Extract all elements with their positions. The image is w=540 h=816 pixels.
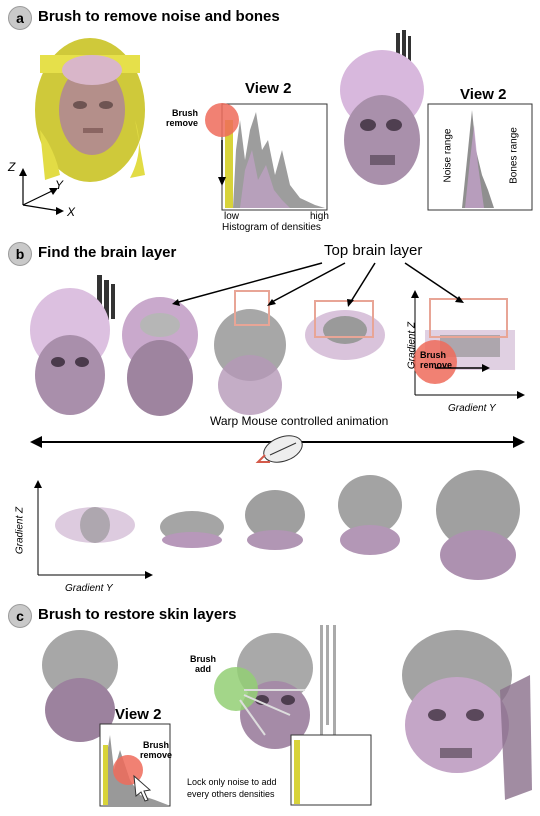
lock-note: Lock only noise to add every others dens… bbox=[187, 777, 277, 799]
axes-3d bbox=[19, 168, 64, 215]
cursor-icon bbox=[133, 774, 152, 802]
noise-range-label: Noise range bbox=[442, 128, 454, 183]
axis-x-label: X bbox=[67, 205, 76, 219]
gradient-z-label-lower: Gradient Z bbox=[14, 506, 26, 555]
view2-title-left: View 2 bbox=[245, 80, 292, 97]
view2-box-c2 bbox=[290, 734, 372, 806]
top-brain-arrows bbox=[174, 262, 461, 304]
gradient-scatter-b bbox=[411, 290, 525, 399]
view2-title-right: View 2 bbox=[460, 86, 507, 103]
gradient-y-label-lower: Gradient Y bbox=[65, 583, 113, 594]
yellow-head-render bbox=[35, 38, 145, 182]
section-b-badge: b bbox=[8, 242, 32, 266]
brush-add-label: Brush add bbox=[190, 654, 217, 674]
section-a-title: Brush to remove noise and bones bbox=[38, 8, 280, 25]
brush-add-circle bbox=[214, 667, 258, 711]
purple-skull-a bbox=[340, 30, 424, 185]
skull-c-right bbox=[402, 630, 532, 800]
histogram-peaks bbox=[225, 112, 325, 208]
bones-range-label: Bones range bbox=[508, 127, 520, 184]
gradient-y-label-b: Gradient Y bbox=[448, 403, 496, 414]
view2-title-c: View 2 bbox=[115, 706, 162, 723]
section-a-badge: a bbox=[8, 6, 32, 30]
brush-remove-label-c: Brush remove bbox=[140, 740, 173, 760]
mouse-icon bbox=[255, 435, 303, 463]
histogram-caption: Histogram of densities bbox=[222, 222, 321, 233]
axis-y-label: Y bbox=[55, 178, 64, 192]
skull-sequence-b bbox=[30, 275, 385, 416]
brush-remove-label-a: Brush remove bbox=[166, 108, 199, 128]
top-brain-layer-label: Top brain layer bbox=[324, 242, 423, 259]
section-b-title: Find the brain layer bbox=[38, 244, 177, 261]
histogram-low-label: low bbox=[224, 211, 240, 222]
brush-remove-circle bbox=[205, 103, 239, 137]
axis-z-label: Z bbox=[8, 160, 16, 174]
skull-c-left bbox=[42, 630, 118, 742]
histogram-high-label: high bbox=[310, 211, 329, 222]
skull-c-center bbox=[237, 625, 336, 749]
lower-scatter-axes bbox=[34, 480, 153, 579]
section-c-title: Brush to restore skin layers bbox=[38, 606, 237, 623]
lower-sequence-b bbox=[55, 470, 520, 580]
gradient-z-label-b: Gradient Z bbox=[406, 321, 418, 370]
warp-animation-label: Warp Mouse controlled animation bbox=[210, 414, 389, 428]
brush-remove-label-b: Brush remove bbox=[420, 350, 453, 370]
add-rays bbox=[239, 689, 305, 736]
section-c-badge: c bbox=[8, 604, 32, 628]
